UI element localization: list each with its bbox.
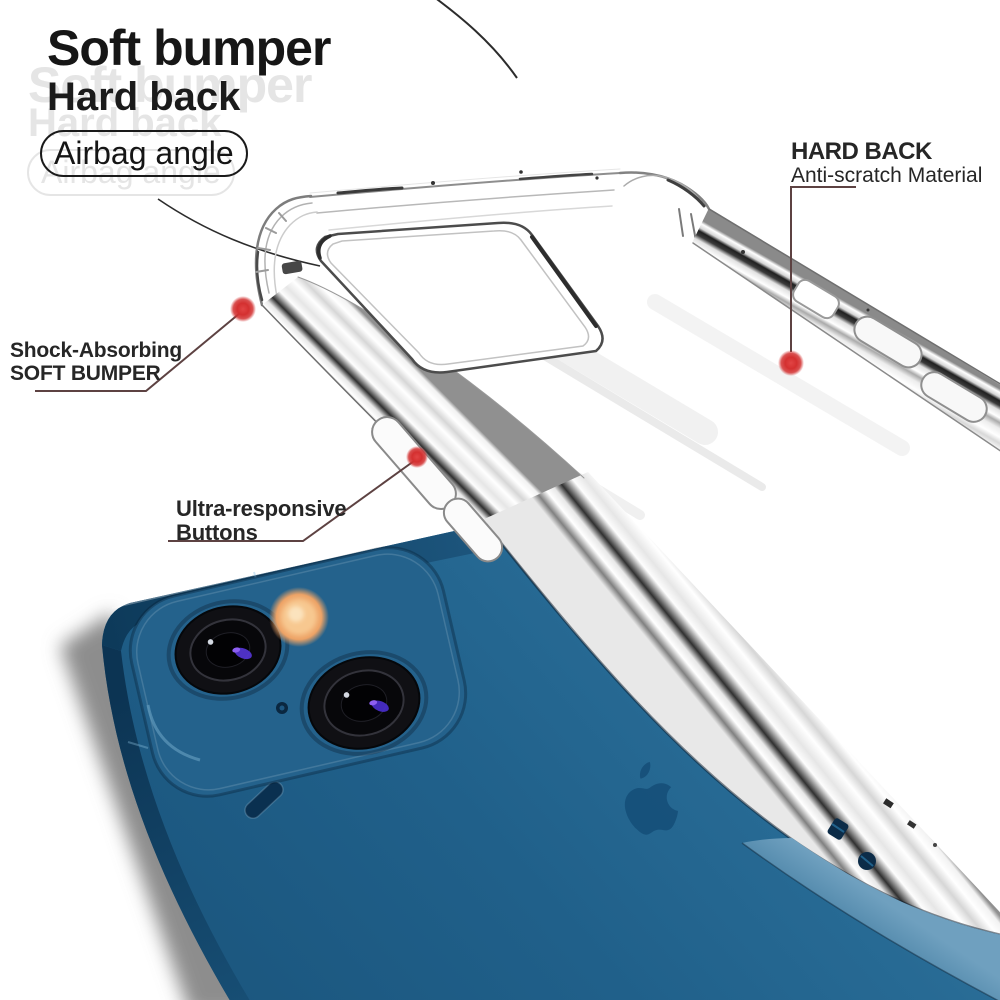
callout-buttons-line2: Buttons: [176, 520, 258, 545]
sim-tray: [244, 781, 284, 819]
camera-flash-icon: [269, 587, 329, 647]
antenna-line-side: [127, 741, 149, 749]
case-specks: [431, 170, 937, 847]
module-rim-highlight: [146, 704, 201, 762]
leader-hard-back: [790, 186, 856, 352]
headline-badge: Airbag angle: [40, 130, 248, 177]
decorative-arc-left: [157, 198, 321, 267]
callout-soft-bumper-line2: SOFT BUMPER: [10, 362, 161, 385]
headline-subtitle: Hard back: [47, 75, 241, 119]
callout-buttons-line1: Ultra-responsive: [176, 496, 347, 521]
callout-hard-back-title: HARD BACK: [791, 138, 932, 165]
red-dot-soft-bumper: [230, 296, 256, 322]
power-button-cutout-2: [920, 371, 988, 423]
power-button-cutout: [853, 315, 923, 369]
case-camera-cutout: [315, 221, 604, 374]
band-crease: [741, 842, 999, 1000]
apple-logo-icon: [624, 761, 678, 835]
camera-lens-bottom: [299, 650, 429, 756]
red-dot-buttons: [406, 446, 428, 468]
microphone-icon: [276, 702, 288, 714]
red-dot-hard-back: [778, 350, 804, 376]
callout-hard-back-subtitle: Anti-scratch Material: [791, 164, 983, 187]
case-corner-bumper-left: [254, 194, 318, 307]
leader-buttons: [168, 460, 415, 542]
top-rim-highlight: [111, 522, 483, 609]
headline-title: Soft bumper: [47, 20, 331, 76]
callout-leaders: [35, 186, 856, 542]
case-port-cutout: [792, 278, 840, 320]
case-top-edge: [309, 168, 621, 231]
callout-hard-back: HARD BACK Anti-scratch Material: [791, 139, 982, 187]
phone: [102, 522, 1000, 1000]
callout-soft-bumper-line1: Shock-Absorbing: [10, 339, 183, 362]
case-right-rail: [692, 208, 1000, 452]
camera-module: [128, 546, 468, 798]
phone-side-highlight-band: [742, 838, 1000, 1000]
callout-soft-bumper: Shock-Absorbing SOFT BUMPER: [10, 339, 182, 385]
regulatory-marks-icon: [827, 818, 876, 870]
decorative-arc-top: [436, 0, 518, 79]
leader-soft-bumper: [35, 312, 241, 392]
lanyard-slot: [281, 260, 303, 275]
phone-left-face: [102, 645, 250, 1000]
callout-buttons: Ultra-responsive Buttons: [176, 496, 347, 545]
headline-title-ghost: Soft bumper: [28, 57, 312, 113]
